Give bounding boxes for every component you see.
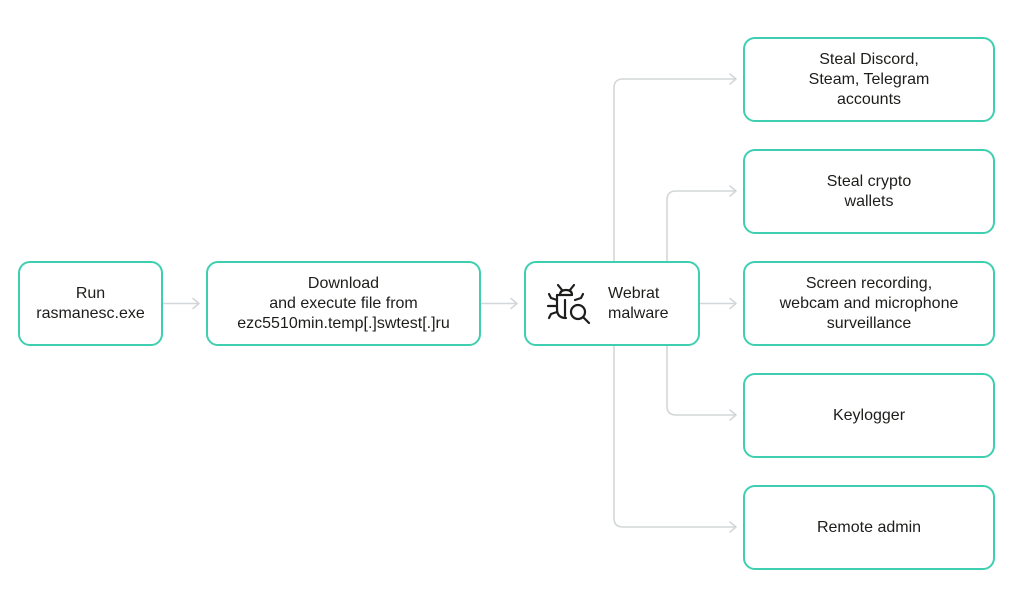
bug-magnifier-icon [546,283,591,324]
webrat-malware-node: Webrat malware [524,261,700,346]
download-execute-label: Download and execute file from ezc5510mi… [237,274,450,332]
screen-recording-node: Screen recording, webcam and microphone … [743,261,995,346]
webrat-malware-label: Webrat malware [608,284,669,322]
connector-to-keylogger [666,345,736,416]
remote-admin-label: Remote admin [816,518,922,536]
connector-to-remote-admin [613,345,736,528]
arrowhead-screen-recording [729,297,737,310]
remote-admin-node: Remote admin [743,485,995,570]
screen-recording-label: Screen recording, webcam and microphone … [779,274,959,332]
arrowhead-steal-accounts [729,73,737,85]
steal-crypto-label: Steal crypto wallets [826,172,912,210]
download-execute-node: Download and execute file from ezc5510mi… [206,261,481,346]
arrowhead-steal-crypto [729,185,737,197]
run-label: Run rasmanesc.exe [36,284,145,322]
arrowhead-download [192,297,200,310]
run-node: Run rasmanesc.exe [18,261,163,346]
steal-accounts-label: Steal Discord, Steam, Telegram accounts [808,50,930,108]
steal-crypto-node: Steal crypto wallets [743,149,995,234]
connector-to-steal-accounts [613,78,736,262]
arrowhead-remote-admin [729,521,737,533]
keylogger-node: Keylogger [743,373,995,458]
arrowhead-webrat [510,297,518,310]
steal-accounts-node: Steal Discord, Steam, Telegram accounts [743,37,995,122]
arrowhead-keylogger [729,409,737,421]
keylogger-label: Keylogger [832,406,906,424]
connector-to-steal-crypto [666,190,736,262]
